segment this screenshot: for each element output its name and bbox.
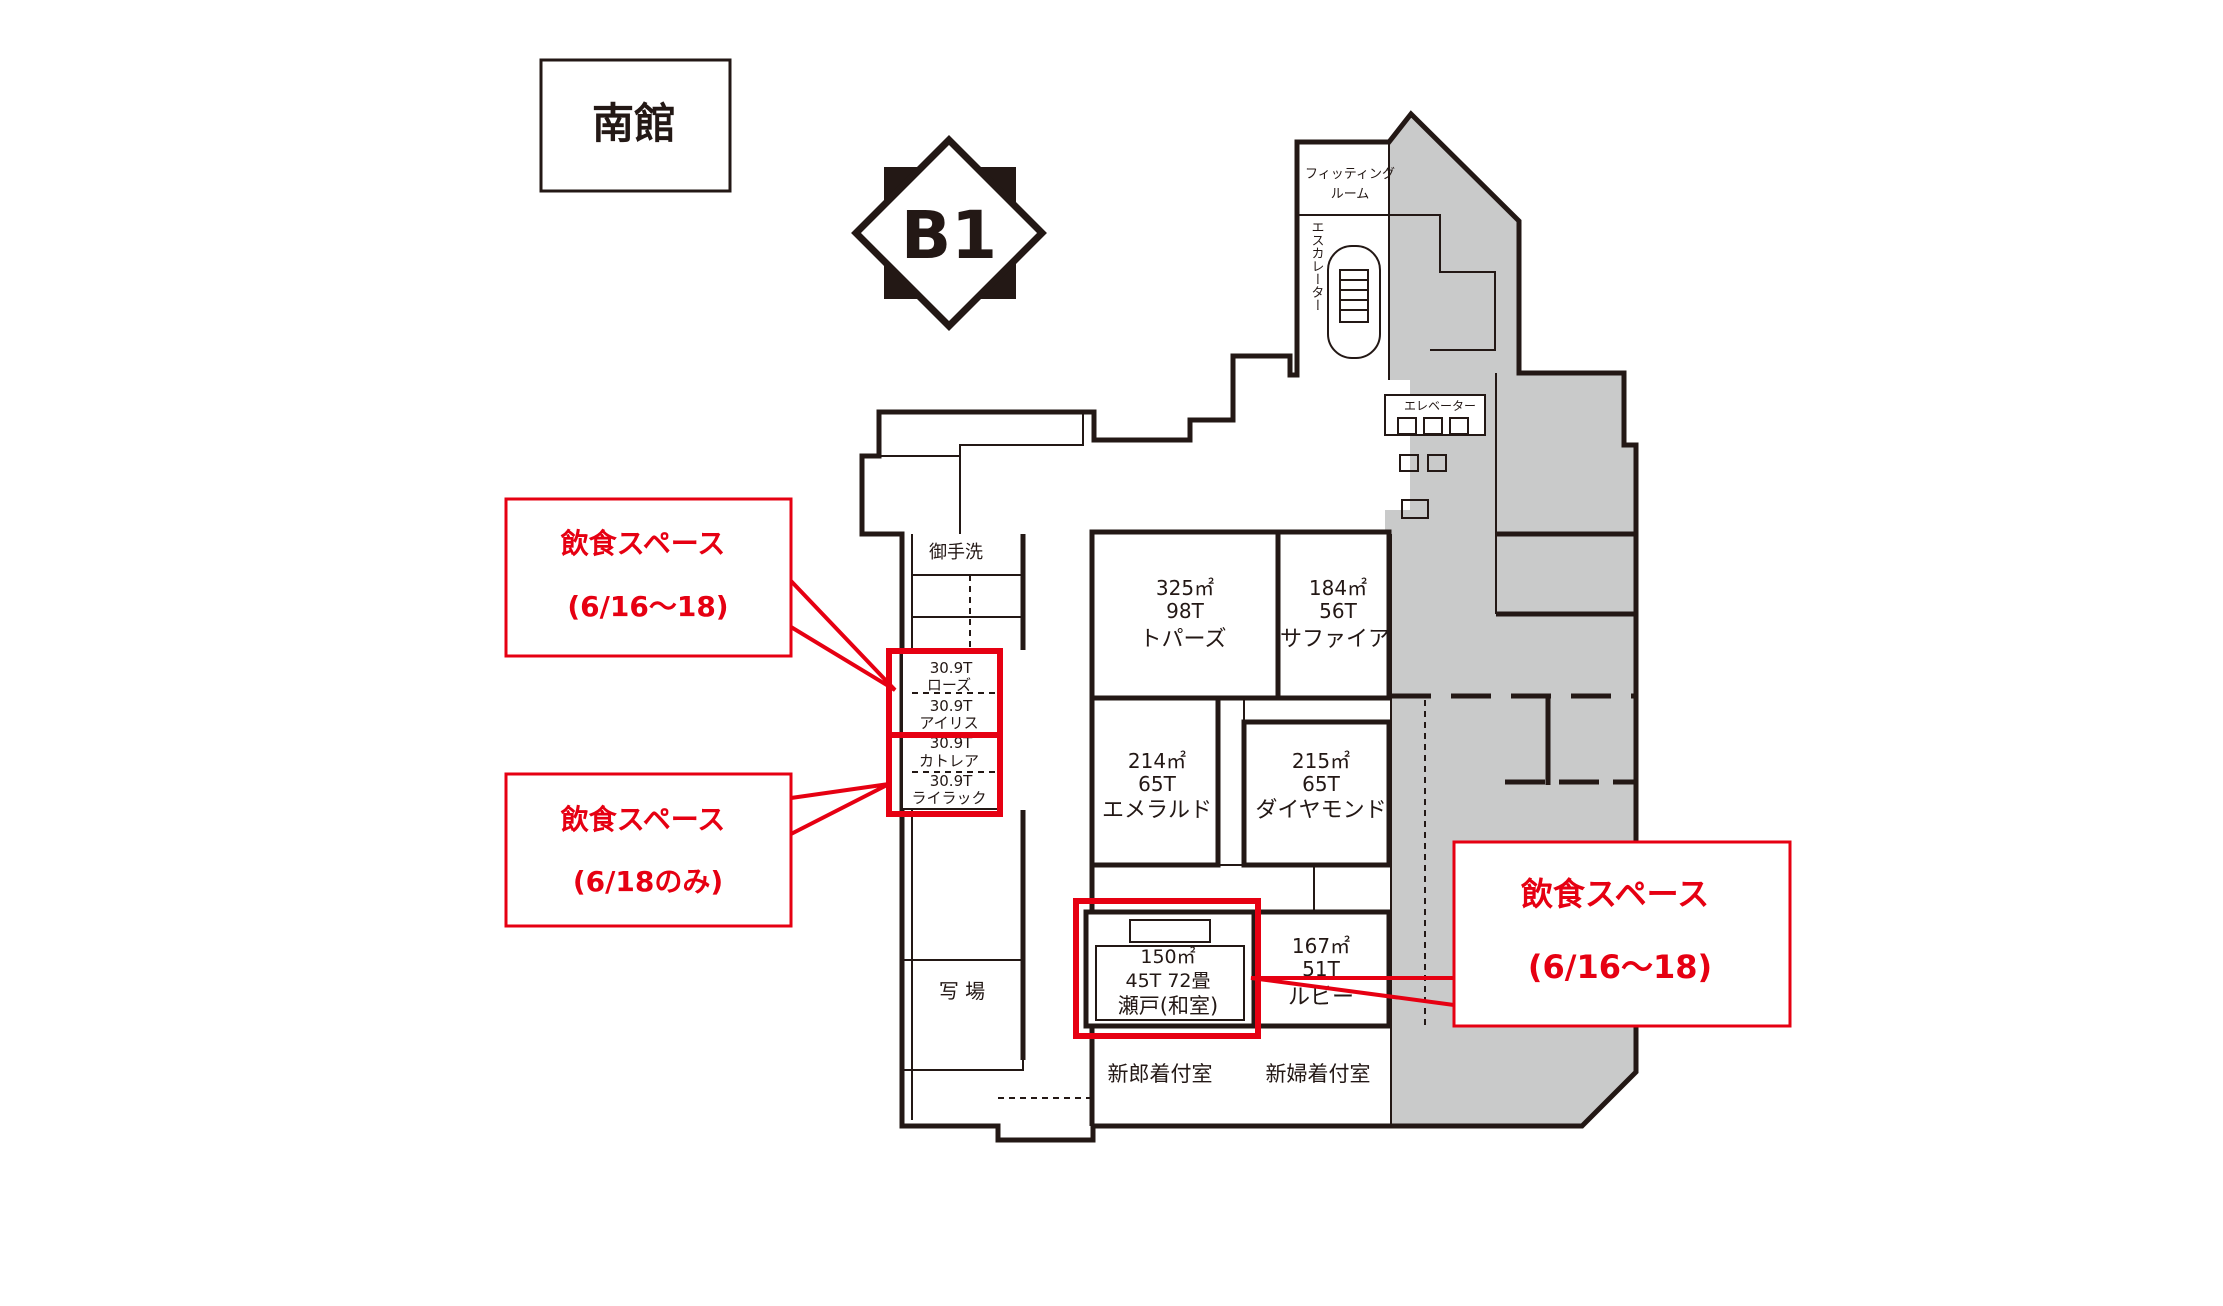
room-tables: 98T bbox=[1166, 599, 1204, 623]
room-tables: 65T bbox=[1302, 772, 1340, 796]
room-name: エメラルド bbox=[1102, 798, 1212, 823]
room-ruby[interactable]: 167㎡ 51T ルビー bbox=[1255, 909, 1392, 1029]
room-name: カトレア bbox=[919, 752, 979, 770]
floor-number: B1 bbox=[901, 197, 997, 274]
room-seto[interactable]: 150㎡ 45T 72畳 瀬戸(和室) bbox=[1083, 909, 1257, 1029]
room-capacity: 45T 72畳 bbox=[1126, 970, 1211, 992]
fitting-room-label: フィッティング bbox=[1305, 167, 1395, 182]
callout-dates: (6/16〜18) bbox=[567, 590, 728, 623]
escalator-icon bbox=[1339, 269, 1369, 323]
building-name: 南館 bbox=[592, 99, 676, 148]
callout-rose-iris: 飲食スペース (6/16〜18) bbox=[504, 497, 793, 658]
room-tables: 30.9T bbox=[930, 772, 973, 790]
callout-title: 飲食スペース bbox=[561, 527, 726, 560]
room-name: 瀬戸(和室) bbox=[1118, 994, 1218, 1018]
room-lilac[interactable]: 30.9T ライラック bbox=[911, 772, 986, 807]
callout-dates: (6/18のみ) bbox=[573, 865, 723, 898]
room-emerald[interactable]: 214㎡ 65T エメラルド bbox=[1089, 695, 1221, 868]
callout-seto: 飲食スペース (6/16〜18) bbox=[1452, 840, 1792, 1028]
leader-lines bbox=[789, 579, 1455, 1007]
room-tables: 56T bbox=[1319, 599, 1357, 623]
room-cattleya[interactable]: 30.9T カトレア bbox=[919, 734, 979, 770]
room-tables: 30.9T bbox=[930, 734, 973, 752]
building-label: 南館 bbox=[539, 58, 732, 193]
escalator-label: エスカレーター bbox=[1309, 221, 1324, 312]
room-name: サファイア bbox=[1280, 627, 1390, 652]
room-area: 325㎡ bbox=[1156, 576, 1214, 600]
room-area: 214㎡ bbox=[1128, 749, 1186, 773]
room-tables: 30.9T bbox=[930, 697, 973, 715]
photo-studio-label: 写 場 bbox=[939, 979, 985, 1003]
restroom-label: 御手洗 bbox=[929, 542, 983, 563]
room-topaz[interactable]: 325㎡ 98T トパーズ bbox=[1089, 529, 1281, 701]
groom-dressing-room: 新郎着付室 bbox=[1108, 1062, 1213, 1086]
fitting-room-label-2: ルーム bbox=[1331, 187, 1370, 202]
room-rose[interactable]: 30.9T ローズ bbox=[927, 659, 973, 694]
building-outline bbox=[859, 110, 1639, 1143]
west-wing: 御手洗 写 場 bbox=[879, 412, 1093, 1120]
bride-dressing-room: 新婦着付室 bbox=[1266, 1062, 1371, 1086]
room-name: ダイヤモンド bbox=[1255, 798, 1386, 823]
room-sapphire[interactable]: 184㎡ 56T サファイア bbox=[1275, 529, 1392, 701]
room-diamond[interactable]: 215㎡ 65T ダイヤモンド bbox=[1241, 719, 1392, 868]
elevator-icon bbox=[1397, 417, 1469, 519]
room-area: 184㎡ bbox=[1309, 576, 1367, 600]
floor-badge: B1 bbox=[851, 135, 1047, 331]
callout-title: 飲食スペース bbox=[561, 803, 726, 836]
room-name: ローズ bbox=[927, 676, 971, 694]
callout-cattleya-lilac: 飲食スペース (6/18のみ) bbox=[504, 772, 793, 928]
elevator-label: エレベーター bbox=[1404, 399, 1476, 413]
room-area: 167㎡ bbox=[1292, 934, 1350, 958]
room-name: アイリス bbox=[919, 714, 978, 732]
callout-title: 飲食スペース bbox=[1521, 875, 1709, 913]
highlight-cattleya-lilac bbox=[886, 732, 1003, 817]
room-area: 150㎡ bbox=[1140, 945, 1195, 968]
room-name: ライラック bbox=[911, 789, 986, 807]
highlight-seto bbox=[1073, 898, 1261, 1039]
room-tables: 30.9T bbox=[930, 659, 973, 677]
callout-dates: (6/16〜18) bbox=[1528, 948, 1712, 986]
north-wing: フィッティング ルーム エスカレーター エレベーター bbox=[1297, 142, 1496, 519]
room-tables: 65T bbox=[1138, 772, 1176, 796]
room-area: 215㎡ bbox=[1292, 749, 1350, 773]
room-iris[interactable]: 30.9T アイリス bbox=[919, 697, 978, 732]
room-name: トパーズ bbox=[1140, 627, 1227, 652]
